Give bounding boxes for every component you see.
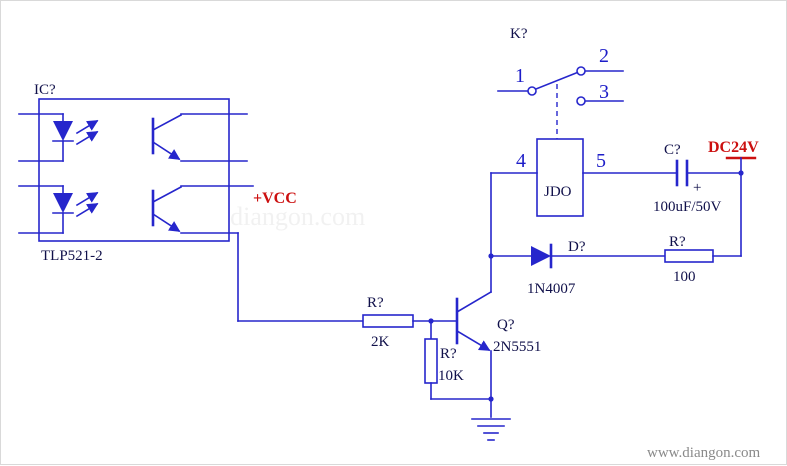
relay-pin-5-label: 5 — [596, 150, 606, 172]
switch-contact — [527, 86, 537, 96]
power-net-label: DC24V — [708, 139, 759, 156]
switch-arm — [534, 71, 578, 91]
capacitor-symbol: C? + 100uF/50V — [653, 142, 742, 215]
switch-contact — [576, 96, 586, 106]
diode-part-label: 1N4007 — [527, 281, 576, 297]
capacitor-value: 100uF/50V — [653, 199, 722, 215]
power-rail: DC24V — [708, 139, 759, 257]
switch-pin-2-label: 2 — [599, 45, 609, 67]
switch-designator: K? — [510, 26, 528, 42]
relay-symbol: JDO 4 5 — [490, 138, 678, 217]
diode-designator: D? — [568, 239, 586, 255]
light-arrow-icon — [75, 119, 99, 135]
resistor-100-symbol: R? 100 — [664, 234, 742, 285]
resistor-100-value: 100 — [673, 269, 696, 285]
relay-pin-4-label: 4 — [516, 150, 526, 172]
light-arrow-icon — [75, 202, 99, 218]
switch-contact — [576, 66, 586, 76]
junction-dot — [488, 396, 494, 402]
capacitor-polarity-mark: + — [693, 180, 701, 196]
diode-symbol: D? 1N4007 — [488, 239, 666, 297]
ground-symbol — [471, 418, 511, 441]
opto-phototransistor-2 — [151, 185, 254, 234]
transistor-symbol: Q? 2N5551 — [455, 172, 541, 418]
light-arrow-icon — [75, 130, 99, 146]
switch-symbol: K? 1 2 3 — [497, 26, 624, 139]
resistor-2k-designator: R? — [367, 295, 384, 311]
optocoupler-designator: IC? — [34, 82, 56, 98]
resistor-10k-symbol: R? 10K — [424, 318, 492, 400]
switch-pin-3-label: 3 — [599, 81, 609, 103]
transistor-designator: Q? — [497, 317, 515, 333]
optocoupler-outline — [38, 98, 230, 242]
transistor-part-label: 2N5551 — [493, 339, 541, 355]
junction-dot — [738, 170, 744, 176]
capacitor-designator: C? — [664, 142, 681, 158]
resistor-2k-value: 2K — [371, 334, 390, 350]
site-watermark: www.diangon.com — [647, 445, 761, 461]
light-arrow-icon — [75, 191, 99, 207]
resistor-2k-symbol: R? 2K — [362, 295, 458, 350]
resistor-10k-value: 10K — [438, 368, 464, 384]
opto-led-2 — [18, 185, 99, 234]
relay-name-label: JDO — [544, 184, 572, 200]
vcc-net-label: +VCC — [253, 190, 297, 207]
opto-phototransistor-1 — [151, 113, 248, 162]
optocoupler-part-label: TLP521-2 — [41, 248, 103, 264]
base-drive-wire — [237, 232, 364, 322]
switch-pin-1-label: 1 — [515, 65, 525, 87]
opto-led-1 — [18, 113, 99, 162]
resistor-100-designator: R? — [669, 234, 686, 250]
optocoupler-symbol: IC? TLP521-2 — [18, 82, 254, 264]
resistor-10k-designator: R? — [440, 346, 457, 362]
